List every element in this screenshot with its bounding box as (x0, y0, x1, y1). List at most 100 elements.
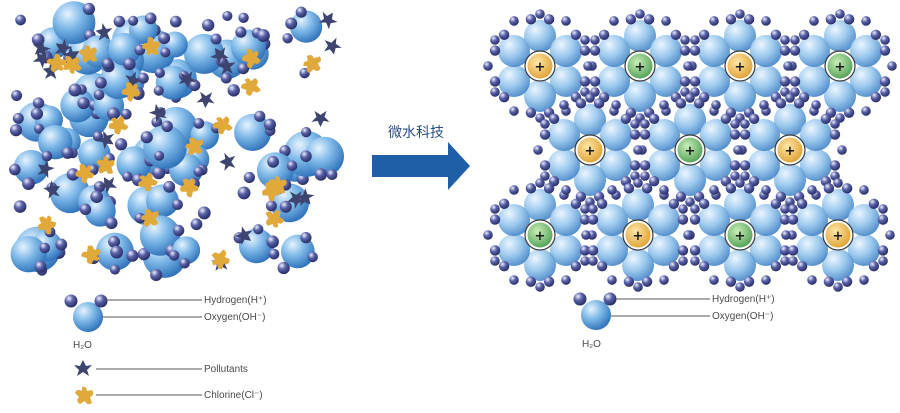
pollutant-particle (318, 11, 338, 30)
chlorine-particle (81, 245, 101, 265)
ion-plus-sign: + (585, 144, 596, 159)
ion-plus-sign: + (535, 229, 546, 244)
hydrogen-atom (277, 261, 290, 275)
chlorine-particle (138, 172, 158, 192)
legend-hydrogen-label: Hydrogen(H⁺) (204, 295, 267, 306)
hydrogen-atom (256, 29, 270, 43)
positive-ion-yellow: + (524, 50, 556, 82)
hydrogen-atom (9, 124, 23, 137)
hydrogen-atom (15, 14, 26, 26)
ion-plus-sign: + (633, 229, 644, 244)
water-molecule (300, 136, 345, 181)
pollutant-icon (74, 360, 92, 376)
pollutant-particle (98, 176, 118, 194)
water-molecule (158, 31, 188, 58)
right-legend: Hydrogen(H⁺) Oxygen(OH⁻) H₂O (573, 292, 775, 350)
ion-plus-sign: + (833, 229, 844, 244)
positive-ion-green: + (674, 134, 706, 166)
water-cluster (581, 178, 695, 292)
hydrogen-atom (193, 166, 204, 177)
pollutant-particle (218, 57, 236, 75)
structured-water-panel: +++++++++++ (483, 9, 897, 292)
water-molecule (146, 180, 183, 218)
legend-hydrogen-label-right: Hydrogen(H⁺) (712, 294, 775, 305)
chlorine-particle (108, 115, 129, 135)
chlorine-particle (37, 215, 56, 235)
water-molecule (52, 1, 96, 45)
hydrogen-atom (267, 155, 279, 168)
water-cluster (783, 9, 897, 123)
hydrogen-atom (169, 15, 182, 28)
pollutant-particle (311, 110, 330, 127)
chlorine-particle (185, 137, 204, 156)
ion-plus-sign: + (635, 60, 646, 75)
chlorine-particle (75, 164, 95, 184)
chlorine-particle (303, 55, 321, 74)
pollutant-particle (54, 38, 73, 58)
water-cluster (781, 178, 895, 292)
ion-plus-sign: + (735, 229, 746, 244)
hydrogen-atom (68, 83, 82, 97)
arrow-label: 微水科技 (388, 125, 444, 141)
chlorine-particle (121, 82, 141, 102)
water-molecule (38, 124, 74, 162)
hydrogen-atom (120, 108, 132, 120)
pollutant-particle (32, 50, 52, 69)
chlorine-particle (265, 209, 285, 228)
chlorine-particle (141, 209, 159, 228)
pollutant-particle (295, 188, 315, 207)
pollutant-particle (32, 39, 51, 58)
water-cluster (583, 9, 697, 123)
legend-pollutants-label: Pollutants (204, 364, 248, 375)
water-molecule (10, 236, 51, 273)
water-molecule (285, 6, 323, 43)
pollutant-particle (43, 180, 61, 199)
positive-ion-yellow: + (822, 219, 854, 251)
chlorine-particle (242, 48, 261, 69)
water-molecule (108, 32, 146, 71)
ion-plus-sign: + (685, 144, 696, 159)
positive-ion-green: + (524, 219, 556, 251)
hydrogen-atom (92, 131, 104, 142)
water-molecule (9, 149, 49, 190)
positive-ion-yellow: + (774, 134, 806, 166)
pollutant-particle (96, 130, 115, 150)
hydrogen-atom (77, 97, 90, 110)
disordered-water-panel (9, 1, 345, 282)
pollutant-particle (210, 47, 229, 65)
water-molecule (168, 236, 201, 269)
water-molecule (140, 120, 187, 169)
hydrogen-atom (243, 171, 255, 184)
water-molecule (280, 232, 318, 269)
pollutant-particle (42, 61, 60, 80)
chlorine-particle (212, 116, 233, 135)
ion-plus-sign: + (735, 60, 746, 75)
ion-plus-sign: + (785, 144, 796, 159)
arrow-head (448, 142, 470, 190)
arrow-shaft (372, 155, 450, 177)
chlorine-particle (96, 156, 115, 174)
hydrogen-atom (108, 235, 121, 248)
hydrogen-atom (263, 118, 276, 131)
pollutant-particle (234, 226, 253, 245)
legend-water-label: H₂O (73, 340, 92, 351)
hydrogen-atom (227, 84, 240, 97)
water-cluster (683, 178, 797, 292)
chlorine-particle (241, 78, 261, 96)
ion-plus-sign: + (535, 60, 546, 75)
water-molecule (234, 110, 276, 151)
water-cluster (483, 178, 597, 292)
pollutant-particle (178, 71, 197, 88)
hydrogen-atom (237, 186, 251, 200)
hydrogen-atom (107, 107, 120, 121)
positive-ion-green: + (624, 50, 656, 82)
hydrogen-atom (114, 138, 128, 151)
chlorine-particle (262, 182, 281, 202)
hydrogen-atom (326, 169, 338, 181)
chlorine-particle (211, 249, 230, 270)
water-molecule (128, 12, 158, 44)
pollutant-particle (37, 159, 55, 179)
positive-ion-yellow: + (724, 50, 756, 82)
positive-ion-yellow: + (622, 219, 654, 251)
